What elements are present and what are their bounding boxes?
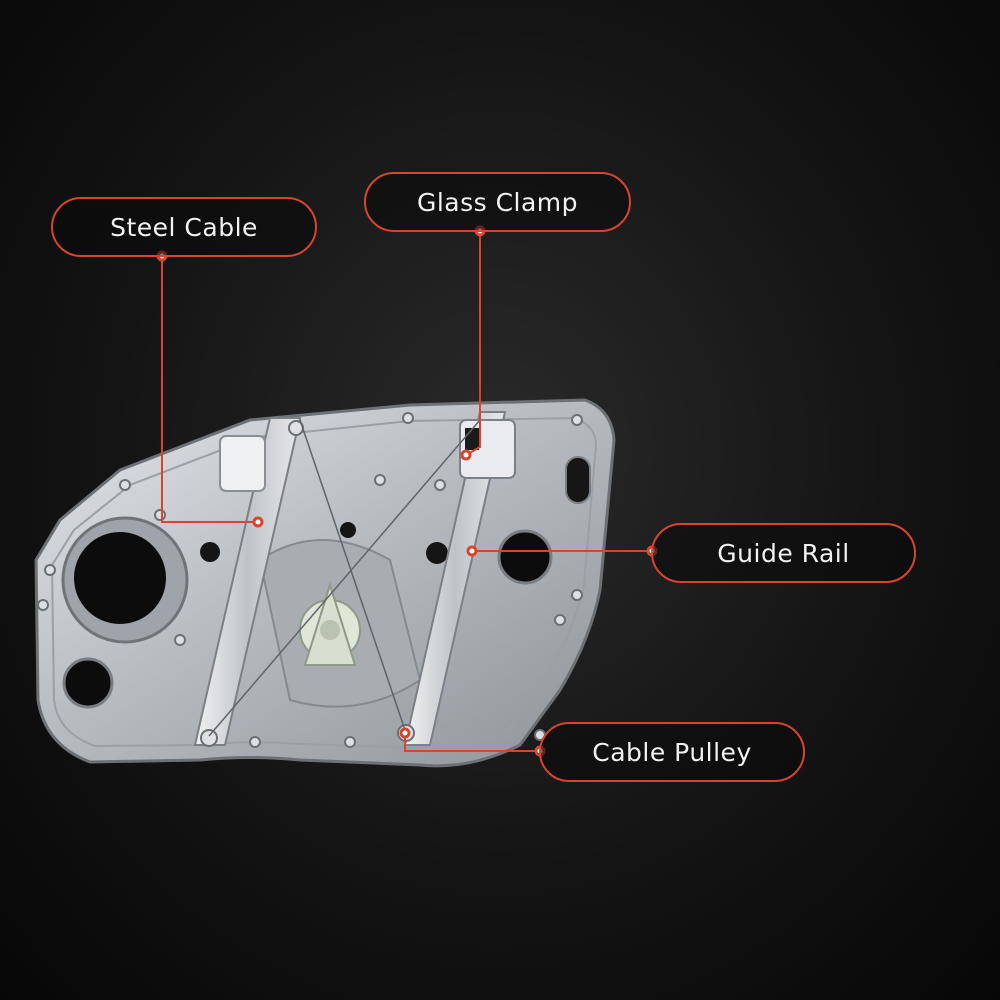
- cable-pulley-leader: [404, 733, 540, 752]
- cable-pulley-callout: Cable Pulley: [539, 722, 805, 782]
- steel-cable-callout: Steel Cable: [51, 197, 317, 257]
- speaker-hole: [74, 532, 166, 624]
- cable-drum: [299, 581, 361, 666]
- left-guide-rail: [193, 417, 304, 747]
- glass-clamp-callout: Glass Clamp: [364, 172, 631, 232]
- guide-rail-callout: Guide Rail: [651, 523, 916, 583]
- steel-cable-leader: [161, 256, 258, 523]
